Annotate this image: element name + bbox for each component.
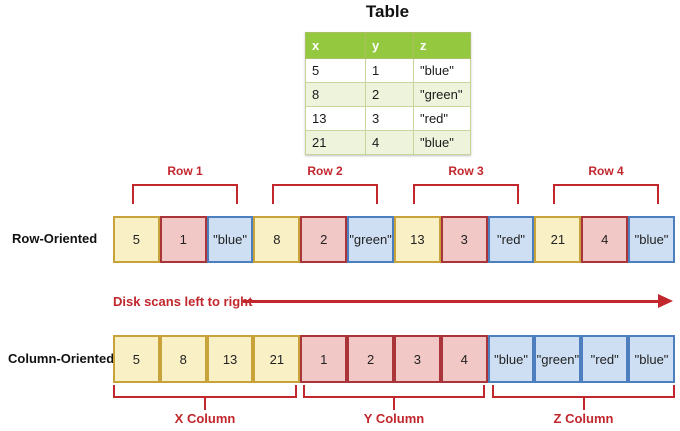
bracket-tick <box>582 398 585 410</box>
disk-scan-arrow <box>243 300 661 303</box>
cell: 21 <box>253 335 301 383</box>
cell: 2 <box>347 335 394 383</box>
table-header-x: x <box>305 32 366 59</box>
cell: 21 <box>534 216 582 263</box>
table-row: 21 4 "blue" <box>305 130 471 155</box>
bracket-tick <box>393 398 395 410</box>
table-cell: 2 <box>365 82 414 107</box>
row-oriented-label: Row-Oriented <box>12 231 98 246</box>
bracket-shape <box>492 385 675 398</box>
bracket-shape <box>413 184 519 204</box>
table-cell: 3 <box>365 106 414 131</box>
table-cell: "red" <box>413 106 471 131</box>
row-oriented-strip: 5 1 "blue" 8 2 "green" 13 3 "red" 21 4 "… <box>113 216 675 263</box>
table-row: 8 2 "green" <box>305 82 471 107</box>
table-row: 13 3 "red" <box>305 106 471 131</box>
table-cell: 5 <box>305 58 366 83</box>
table-cell: "blue" <box>413 130 471 155</box>
table-cell: 21 <box>305 130 366 155</box>
table-header-row: x y z <box>305 32 471 59</box>
column-bracket: X Column <box>113 385 297 426</box>
cell: "green" <box>347 216 394 263</box>
table-title: Table <box>365 2 410 21</box>
column-oriented-strip: 5 8 13 21 1 2 3 4 "blue" "green" "red" "… <box>113 335 675 383</box>
column-bracket-label: Y Column <box>363 411 425 426</box>
table-row: 5 1 "blue" <box>305 58 471 83</box>
column-oriented-label: Column-Oriented <box>8 351 115 366</box>
cell: 5 <box>113 216 160 263</box>
cell: "blue" <box>487 335 535 383</box>
row-bracket: Row 2 <box>272 164 378 204</box>
row-bracket-label: Row 1 <box>167 164 203 178</box>
cell: 3 <box>393 335 441 383</box>
cell: 8 <box>253 216 301 263</box>
bracket-shape <box>303 385 485 398</box>
cell: "blue" <box>206 216 254 263</box>
cell: 3 <box>440 216 488 263</box>
bracket-shape <box>272 184 378 204</box>
disk-scan-label: Disk scans left to right <box>113 294 253 309</box>
table-cell: "blue" <box>413 58 471 83</box>
cell: "blue" <box>628 335 675 383</box>
row-bracket: Row 4 <box>553 164 659 204</box>
data-table: x y z 5 1 "blue" 8 2 "green" 13 3 "red" <box>305 32 471 155</box>
column-bracket: Y Column <box>303 385 485 426</box>
cell: "blue" <box>628 216 675 263</box>
cell: "red" <box>487 216 535 263</box>
cell: 5 <box>113 335 160 383</box>
cell: "red" <box>581 335 629 383</box>
table-cell: 4 <box>365 130 414 155</box>
table-cell: 1 <box>365 58 414 83</box>
cell: 1 <box>159 216 207 263</box>
cell: 13 <box>206 335 254 383</box>
bracket-shape <box>132 184 238 204</box>
column-bracket-label: Z Column <box>553 411 614 426</box>
row-bracket-label: Row 4 <box>588 164 624 178</box>
bracket-tick <box>204 398 206 410</box>
table-cell: 8 <box>305 82 366 107</box>
cell: 8 <box>159 335 207 383</box>
row-bracket: Row 3 <box>413 164 519 204</box>
bracket-shape <box>553 184 659 204</box>
table-header-y: y <box>365 32 414 59</box>
table-header-z: z <box>413 32 471 59</box>
cell: "green" <box>534 335 582 383</box>
column-bracket-label: X Column <box>174 411 236 426</box>
row-bracket-label: Row 2 <box>307 164 343 178</box>
bracket-shape <box>113 385 297 398</box>
cell: 1 <box>300 335 348 383</box>
cell: 4 <box>581 216 629 263</box>
row-bracket: Row 1 <box>132 164 238 204</box>
cell: 13 <box>393 216 441 263</box>
cell: 4 <box>440 335 488 383</box>
disk-scan-arrowhead-icon <box>658 294 673 308</box>
table-cell: 13 <box>305 106 366 131</box>
row-bracket-label: Row 3 <box>448 164 484 178</box>
table-cell: "green" <box>413 82 471 107</box>
column-bracket: Z Column <box>492 385 675 426</box>
cell: 2 <box>300 216 348 263</box>
